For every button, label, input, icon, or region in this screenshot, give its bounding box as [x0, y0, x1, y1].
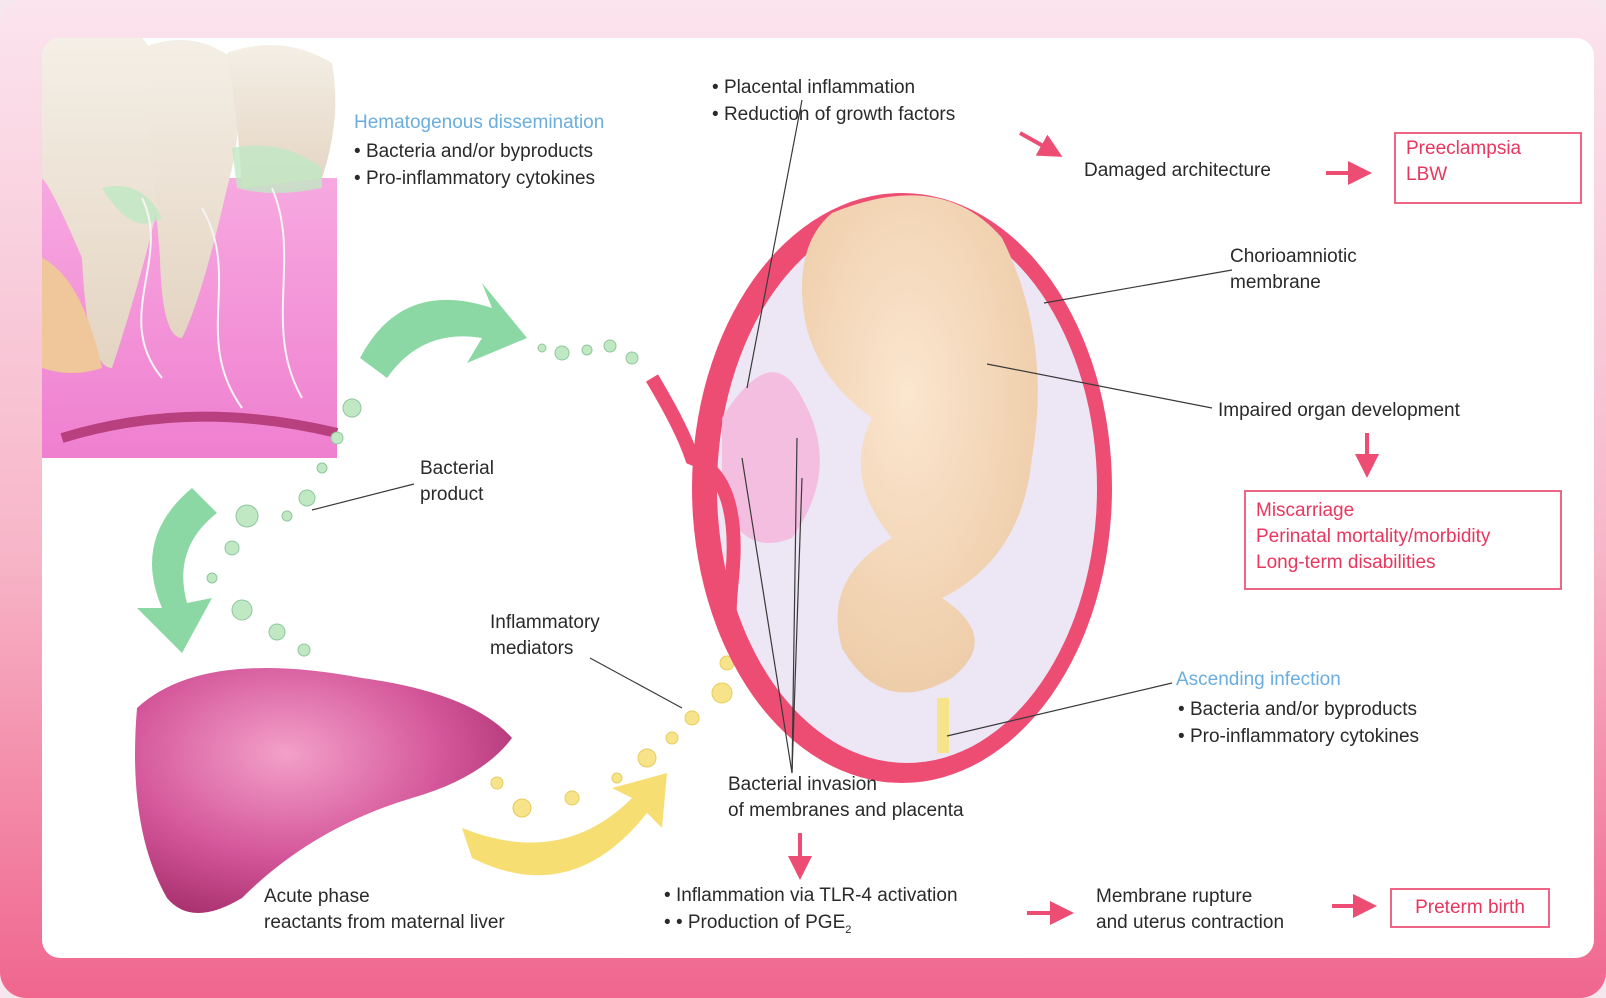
outcome-text: Miscarriage [1256, 498, 1550, 524]
liver-illustration [135, 668, 512, 913]
outcome-text: LBW [1406, 162, 1570, 188]
outcome-box-miscarriage: Miscarriage Perinatal mortality/morbidit… [1244, 490, 1562, 590]
chorioamniotic-label: Chorioamniotic membrane [1230, 244, 1357, 296]
label-line: Membrane rupture [1096, 884, 1284, 910]
green-arrow-up-icon [360, 283, 527, 378]
membrane-rupture-label: Membrane rupture and uterus contraction [1096, 884, 1284, 936]
bullet-item: Production of PGE2 [664, 909, 958, 944]
hematogenous-title: Hematogenous dissemination [354, 110, 604, 136]
outcome-box-preeclampsia: Preeclampsia LBW [1394, 132, 1582, 204]
bullet-item: Placental inflammation [712, 74, 955, 101]
label-line: membrane [1230, 270, 1357, 296]
outcome-text: Perinatal mortality/morbidity [1256, 524, 1550, 550]
label-line: and uterus contraction [1096, 910, 1284, 936]
damaged-architecture-label: Damaged architecture [1084, 158, 1271, 184]
green-arrow-down-icon [137, 488, 217, 653]
label-line: Bacterial invasion [728, 772, 964, 798]
acute-phase-label: Acute phase reactants from maternal live… [264, 884, 505, 936]
bacterial-invasion-label: Bacterial invasion of membranes and plac… [728, 772, 964, 824]
bacterial-product-label: Bacterial product [420, 456, 494, 508]
bullet-item: Bacteria and/or byproducts [1178, 696, 1419, 723]
pge-text: Production of PGE [676, 912, 845, 933]
diagram-card: Hematogenous dissemination Bacteria and/… [42, 38, 1594, 958]
bullet-item: Pro-inflammatory cytokines [1178, 723, 1419, 750]
teeth-illustration [42, 38, 337, 458]
label-line: Bacterial [420, 456, 494, 482]
label-line: of membranes and placenta [728, 798, 964, 824]
label-line: mediators [490, 636, 600, 662]
bullet-item: Inflammation via TLR-4 activation [664, 882, 958, 909]
tlr-bullets: Inflammation via TLR-4 activation Produc… [664, 882, 958, 944]
ascending-bullets: Bacteria and/or byproducts Pro-inflammat… [1178, 696, 1419, 750]
label-line: Chorioamniotic [1230, 244, 1357, 270]
bullet-item: Bacteria and/or byproducts [354, 138, 595, 165]
yellow-arrow-icon [462, 773, 667, 875]
impaired-organ-label: Impaired organ development [1218, 398, 1460, 424]
label-line: Inflammatory [490, 610, 600, 636]
pge-subscript: 2 [845, 924, 851, 936]
bullet-item: Pro-inflammatory cytokines [354, 165, 595, 192]
bullet-item: Reduction of growth factors [712, 101, 955, 128]
hematogenous-bullets: Bacteria and/or byproducts Pro-inflammat… [354, 138, 595, 192]
ascending-title: Ascending infection [1176, 667, 1341, 693]
label-line: reactants from maternal liver [264, 910, 505, 936]
outcome-text: Preeclampsia [1406, 136, 1570, 162]
placental-bullets: Placental inflammation Reduction of grow… [712, 74, 955, 128]
inflammatory-mediators-label: Inflammatory mediators [490, 610, 600, 662]
outcome-box-preterm: Preterm birth [1390, 888, 1550, 928]
outcome-text: Long-term disabilities [1256, 550, 1550, 576]
label-line: product [420, 482, 494, 508]
label-line: Acute phase [264, 884, 505, 910]
